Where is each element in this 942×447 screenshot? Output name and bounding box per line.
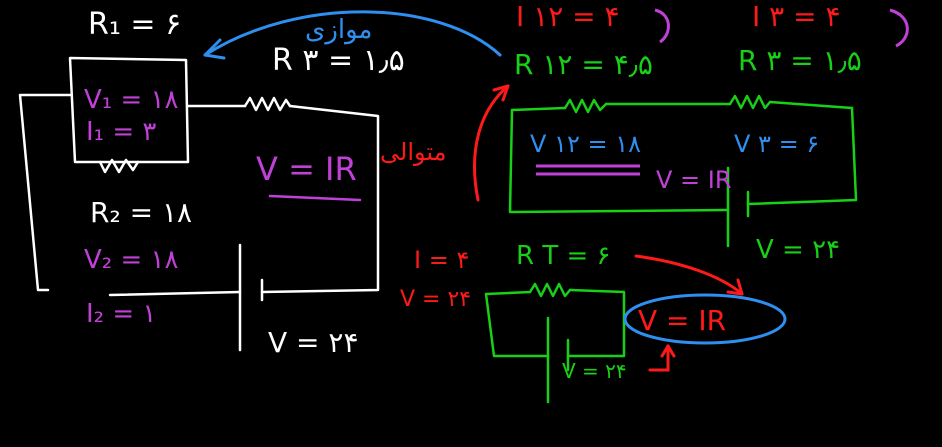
r1-branch-box [68, 56, 190, 164]
rt-arrow [634, 254, 744, 372]
r3-resistor-zigzag [243, 96, 292, 112]
r12-resistor-zigzag [563, 98, 608, 114]
parallel-annotation: موازی [305, 15, 373, 45]
v1-label: V₁ = ۱۸ [84, 85, 178, 115]
left-source-voltage: V = ۲۴ [268, 326, 359, 359]
right-top-source-voltage: V = ۲۴ [756, 235, 840, 265]
v12-label: V ۱۲ = ۱۸ [530, 130, 641, 158]
r3-right-resistor-zigzag [728, 94, 772, 110]
total-current-label: I = ۴ [414, 246, 469, 274]
i12-label: I ۱۲ = ۴ [516, 0, 620, 33]
right-top-circuit [508, 94, 858, 248]
r12-label: R ۱۲ = ۴٫۵ [514, 48, 653, 81]
r1-label: R₁ = ۶ [88, 7, 181, 42]
left-circuit [18, 56, 380, 352]
purple-arrows [654, 8, 909, 48]
formula-highlight-circle [623, 293, 787, 345]
left-formula: V = IR [256, 150, 357, 188]
series-annotation: متوالی [380, 138, 446, 166]
total-resistance-label: R T = ۶ [516, 241, 611, 271]
right-top-formula: V = IR [656, 166, 732, 194]
right-bottom-source-voltage: V = ۲۴ [562, 359, 627, 383]
i1-label: I₁ = ۳ [86, 117, 156, 147]
v12-underline [536, 164, 640, 176]
series-arrow [473, 84, 510, 202]
v2-label: V₂ = ۱۸ [84, 245, 178, 275]
total-voltage-red: V = ۲۴ [400, 287, 471, 312]
r1-resistor-zigzag [98, 158, 140, 174]
right-bottom-formula: V = IR [638, 304, 726, 337]
i2-label: I₂ = ۱ [86, 299, 156, 329]
v3-label: V ۳ = ۶ [734, 130, 819, 158]
parallel-arrow [203, 10, 502, 60]
rt-resistor-zigzag [528, 282, 572, 298]
r3-label-left: R ۳ = ۱٫۵ [272, 43, 405, 78]
r2-label: R₂ = ۱۸ [90, 196, 192, 229]
left-outer-wire [18, 93, 72, 292]
right-outer-wire [260, 104, 380, 294]
right-bottom-circuit [484, 282, 626, 404]
r3-right-label: R ۳ = ۱٫۵ [738, 44, 862, 77]
bottom-left-wire [108, 290, 242, 297]
i3-right-label: I ۳ = ۴ [752, 0, 841, 33]
formula-underline [268, 194, 362, 202]
